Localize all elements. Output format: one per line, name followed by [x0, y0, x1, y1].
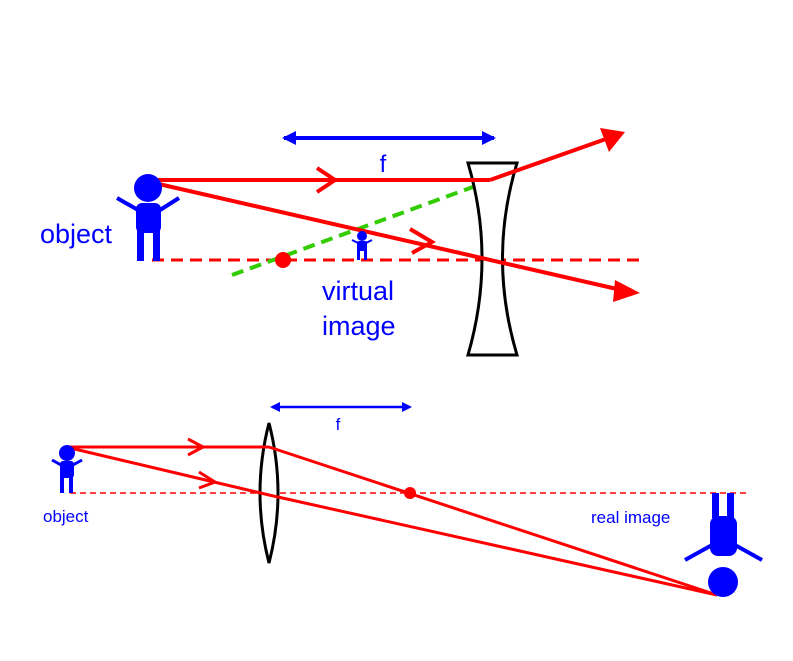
top-ray-central-arrowhead: [408, 227, 437, 255]
bottom-object-figure: [51, 445, 83, 493]
bottom-ray-second-refracted: [268, 493, 718, 597]
top-virtual-image-figure: [351, 231, 373, 260]
bottom-convex-lens: [258, 422, 280, 564]
top-ray-diverging: [489, 132, 621, 182]
top-image-label-line1: virtual: [322, 276, 394, 306]
bottom-ray-second-arrowhead: [198, 470, 219, 490]
top-ray-parallel-arrowhead: [315, 166, 339, 194]
bottom-ray-second-incident: [65, 445, 270, 497]
bottom-real-image-figure: [684, 493, 763, 597]
bottom-diagram: f object: [43, 402, 763, 597]
top-diagram: f object: [40, 128, 640, 357]
bottom-ray-converging: [268, 445, 718, 597]
bottom-image-label: real image: [591, 508, 670, 527]
top-ray-central-endhead: [613, 280, 640, 302]
top-ray-central: [149, 180, 631, 294]
top-focal-label: f: [380, 151, 387, 178]
top-ray-diverging-arrowhead: [600, 128, 625, 152]
top-object-figure: [116, 174, 181, 261]
bottom-focal-label: f: [336, 415, 341, 434]
top-object-label: object: [40, 219, 113, 249]
bottom-ray-parallel-arrowhead: [187, 437, 207, 457]
bottom-object-label: object: [43, 507, 89, 526]
bottom-focal-point: [404, 487, 416, 499]
top-focal-point: [275, 252, 291, 268]
top-image-label-line2: image: [322, 311, 396, 341]
